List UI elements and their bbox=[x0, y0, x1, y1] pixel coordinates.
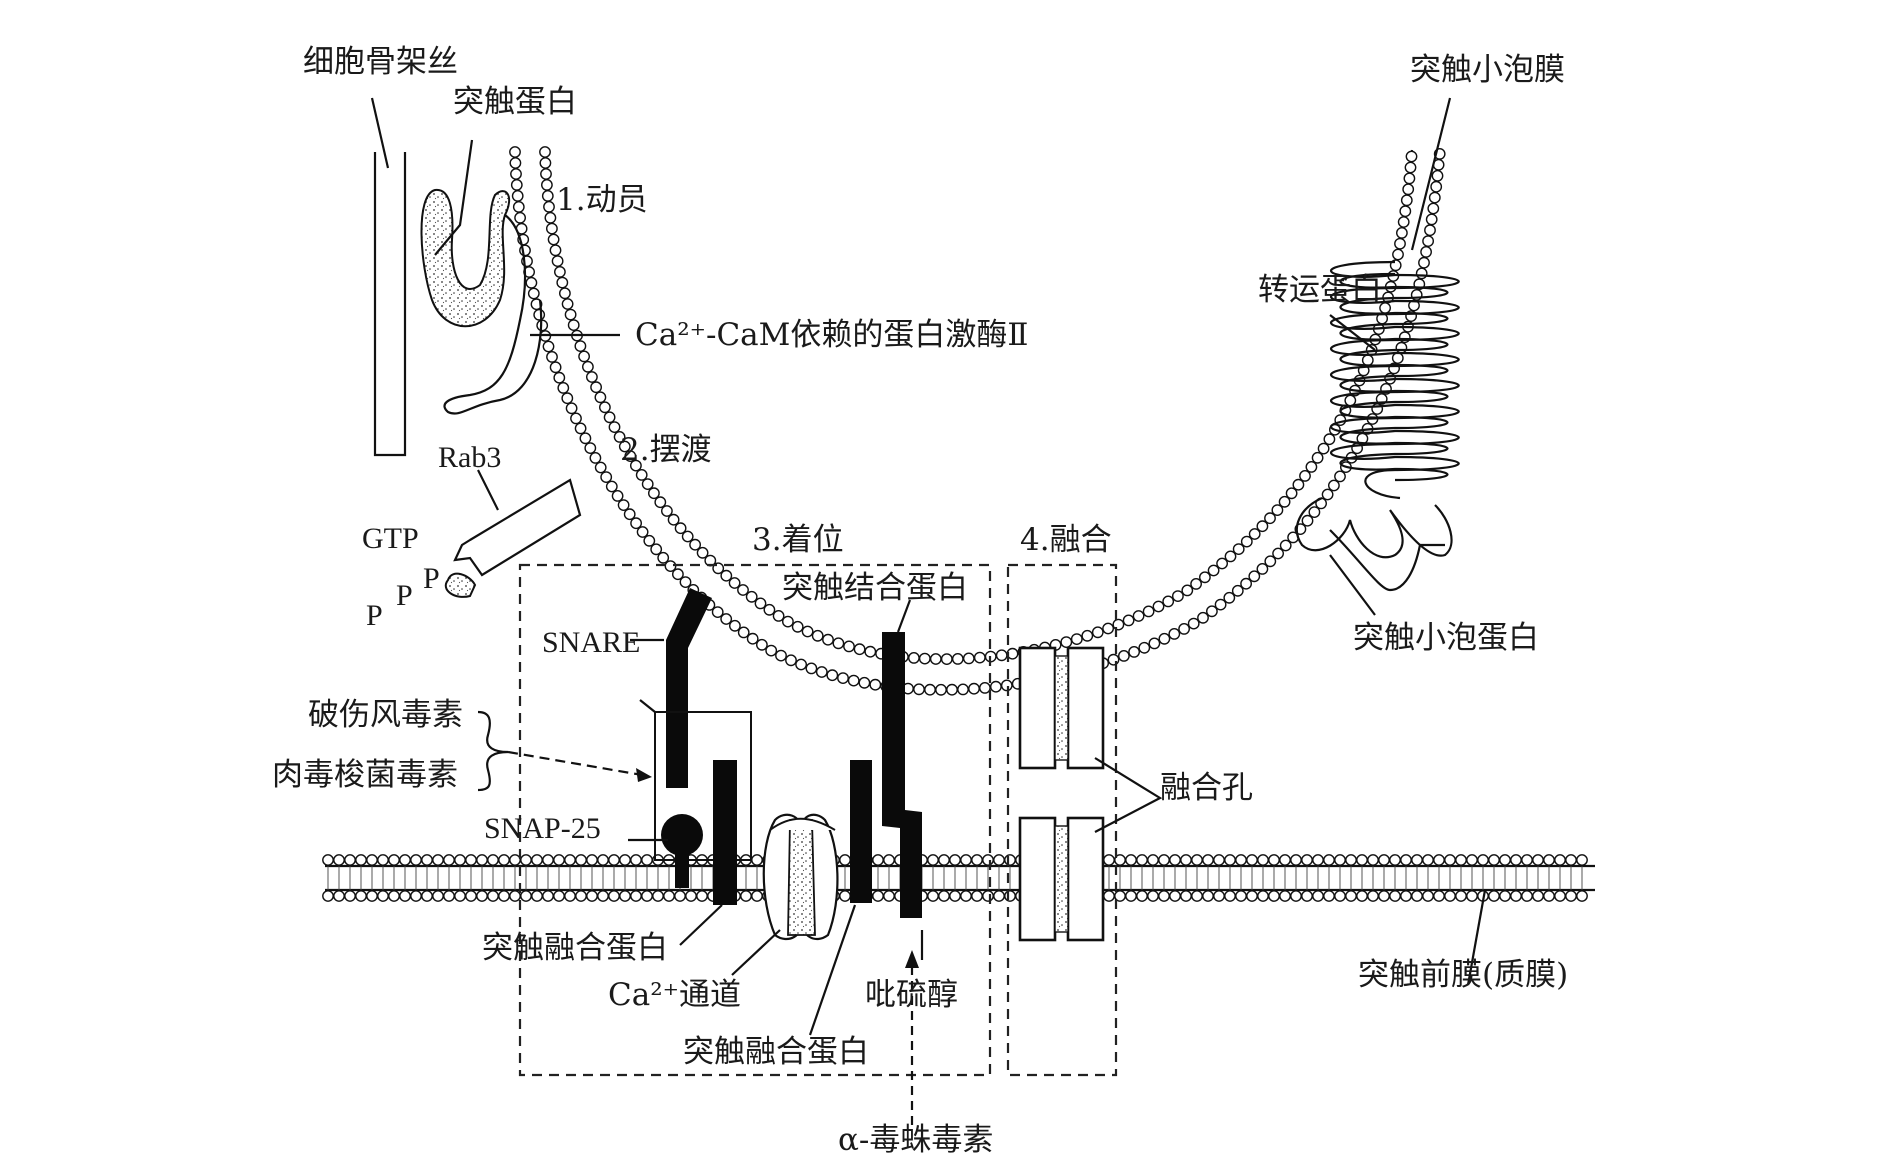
toxin-bracket bbox=[477, 710, 652, 792]
label-phosphate-3: P bbox=[423, 562, 440, 595]
label-tetanus-toxin: 破伤风毒素 bbox=[308, 697, 463, 733]
transporter-protein bbox=[1329, 260, 1460, 500]
docking-region-box bbox=[518, 563, 992, 1077]
rab3-protein bbox=[444, 469, 582, 598]
synapsin-protein bbox=[420, 139, 543, 415]
presynaptic-membrane-bilayer bbox=[322, 854, 1595, 902]
label-snare: SNARE bbox=[542, 626, 640, 659]
synaptotagmin-protein bbox=[850, 599, 922, 918]
label-fusion-pore: 融合孔 bbox=[1160, 770, 1253, 806]
snare-complex bbox=[630, 588, 752, 888]
label-step2: 2.摆渡 bbox=[620, 432, 712, 468]
label-latrotoxin: α-毒蛛毒素 bbox=[838, 1122, 993, 1158]
label-snap25: SNAP-25 bbox=[484, 812, 601, 845]
label-step4: 4.融合 bbox=[1020, 522, 1112, 558]
latrotoxin-arrow bbox=[905, 950, 919, 1125]
label-syntaxin-left: 突触融合蛋白 bbox=[482, 930, 668, 966]
label-synapsin: 突触蛋白 bbox=[453, 84, 577, 120]
label-calcium-channel: Ca²⁺通道 bbox=[608, 977, 741, 1013]
plasma-lipid-heads bbox=[322, 854, 1588, 902]
syntaxin-left-bar bbox=[713, 760, 737, 905]
label-transporter: 转运蛋白 bbox=[1258, 272, 1382, 308]
synaptophysin-protein bbox=[1295, 496, 1453, 592]
vesicle-membrane-bilayer bbox=[509, 146, 1446, 696]
label-step3: 3.着位 bbox=[752, 522, 844, 558]
label-cytoskeleton: 细胞骨架丝 bbox=[303, 44, 458, 80]
label-pyridoxine: 吡硫醇 bbox=[865, 977, 958, 1013]
fusion-pore bbox=[1018, 646, 1105, 942]
cytoskeleton-filament bbox=[370, 97, 407, 457]
calcium-channel bbox=[762, 813, 839, 941]
label-presynaptic-membrane: 突触前膜(质膜) bbox=[1358, 957, 1568, 993]
label-gtp: GTP bbox=[362, 522, 419, 555]
vesicle-lipid-heads bbox=[509, 146, 1446, 696]
label-vesicle-membrane: 突触小泡膜 bbox=[1410, 52, 1565, 88]
label-phosphate-2: P bbox=[396, 579, 413, 612]
label-synaptotagmin: 突触结合蛋白 bbox=[782, 570, 968, 606]
label-botulinum-toxin: 肉毒梭菌毒素 bbox=[272, 757, 458, 793]
label-synaptophysin: 突触小泡蛋白 bbox=[1353, 620, 1539, 656]
label-camk: Ca²⁺-CaM依赖的蛋白激酶Ⅱ bbox=[635, 317, 1028, 353]
label-rab3: Rab3 bbox=[438, 441, 501, 474]
label-phosphate-1: P bbox=[366, 599, 383, 632]
label-step1: 1.动员 bbox=[556, 182, 648, 218]
label-syntaxin-bottom: 突触融合蛋白 bbox=[683, 1034, 869, 1070]
